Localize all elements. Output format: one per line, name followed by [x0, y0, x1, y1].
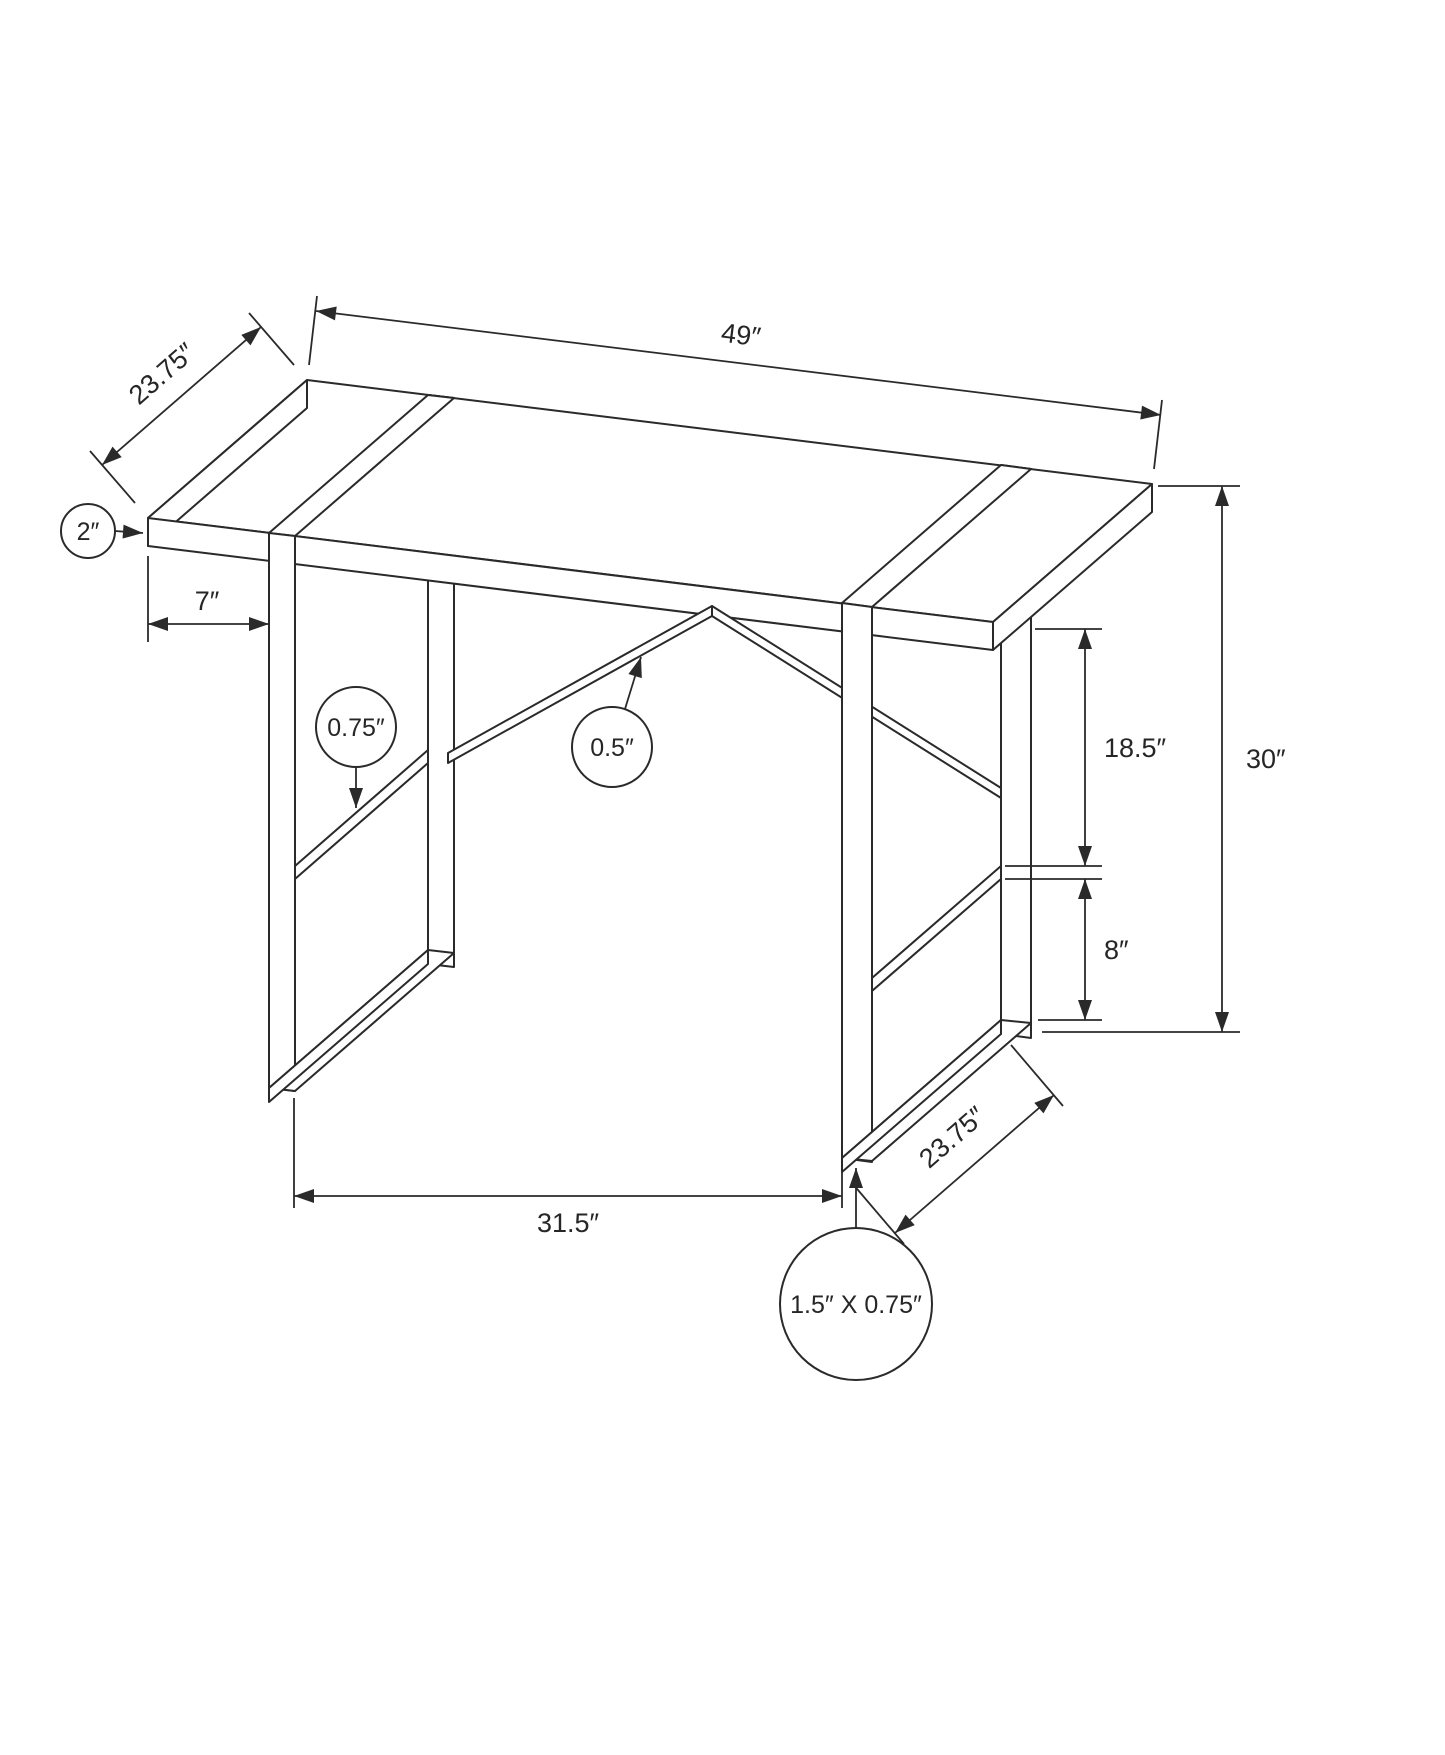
dim-lower-opening: 8″ — [1005, 878, 1129, 1021]
callout-crossbar-thickness-label: 0.5″ — [590, 734, 634, 762]
dim-top-depth-label: 23.75″ — [123, 337, 201, 411]
dim-upper-opening-label: 18.5″ — [1104, 733, 1167, 763]
desk-drawing — [147, 379, 1153, 1173]
right-leg-front-post — [841, 602, 873, 1163]
left-leg-shelf-bar — [294, 749, 429, 880]
dim-top-depth-ext-1 — [89, 450, 136, 504]
dim-top-width-line — [315, 306, 1162, 420]
desk-top-right-edge — [992, 483, 1153, 651]
left-leg-front-post — [268, 532, 296, 1092]
callout-crossbar-thickness-leader — [624, 656, 642, 710]
callout-crossbar-thickness: 0.5″ — [571, 656, 653, 788]
dim-leg-clearance-label: 31.5″ — [537, 1208, 600, 1238]
callout-tube-size-label: 1.5″ X 0.75″ — [790, 1291, 922, 1319]
dim-top-width-ext-1 — [308, 295, 318, 366]
dim-upper-opening: 18.5″ — [1005, 628, 1167, 867]
right-leg-shelf-bar — [871, 865, 1002, 992]
dim-top-overhang: 7″ — [147, 556, 269, 642]
dim-top-width-label: 49″ — [720, 318, 763, 353]
dim-top-depth-ext-2 — [248, 312, 295, 366]
callout-shelf-thickness-label: 0.75″ — [327, 714, 385, 742]
dim-lower-opening-label: 8″ — [1104, 935, 1129, 965]
callout-shelf-thickness: 0.75″ — [315, 686, 397, 808]
desk-right-leg — [841, 464, 1032, 1173]
callout-top-thickness: 2″ — [60, 503, 144, 559]
callout-crossbar-thickness-circle — [571, 706, 653, 788]
dim-top-width-ext-2 — [1153, 399, 1163, 470]
dim-top-overhang-label: 7″ — [195, 586, 220, 616]
callout-top-thickness-leader — [114, 524, 144, 539]
dim-top-width: 49″ — [308, 295, 1163, 470]
dim-overall-height-label: 30″ — [1246, 744, 1286, 774]
dim-base-depth-ext-1 — [851, 1182, 905, 1245]
callout-top-thickness-label: 2″ — [77, 518, 100, 546]
callout-tube-size: 1.5″ X 0.75″ — [779, 1168, 933, 1381]
desk-left-leg — [268, 394, 455, 1103]
left-leg-runner-side — [268, 949, 429, 1103]
dimension-annotations: 23.75″ 49″ 2″ 7″ 0.75″ — [60, 295, 1286, 1381]
dim-base-depth-line — [894, 1094, 1055, 1234]
dim-base-depth-ext-2 — [1010, 1044, 1064, 1107]
dim-leg-clearance: 31.5″ — [293, 1098, 843, 1238]
dim-top-depth-line — [101, 326, 262, 466]
dim-overall-height: 30″ — [1042, 485, 1286, 1033]
